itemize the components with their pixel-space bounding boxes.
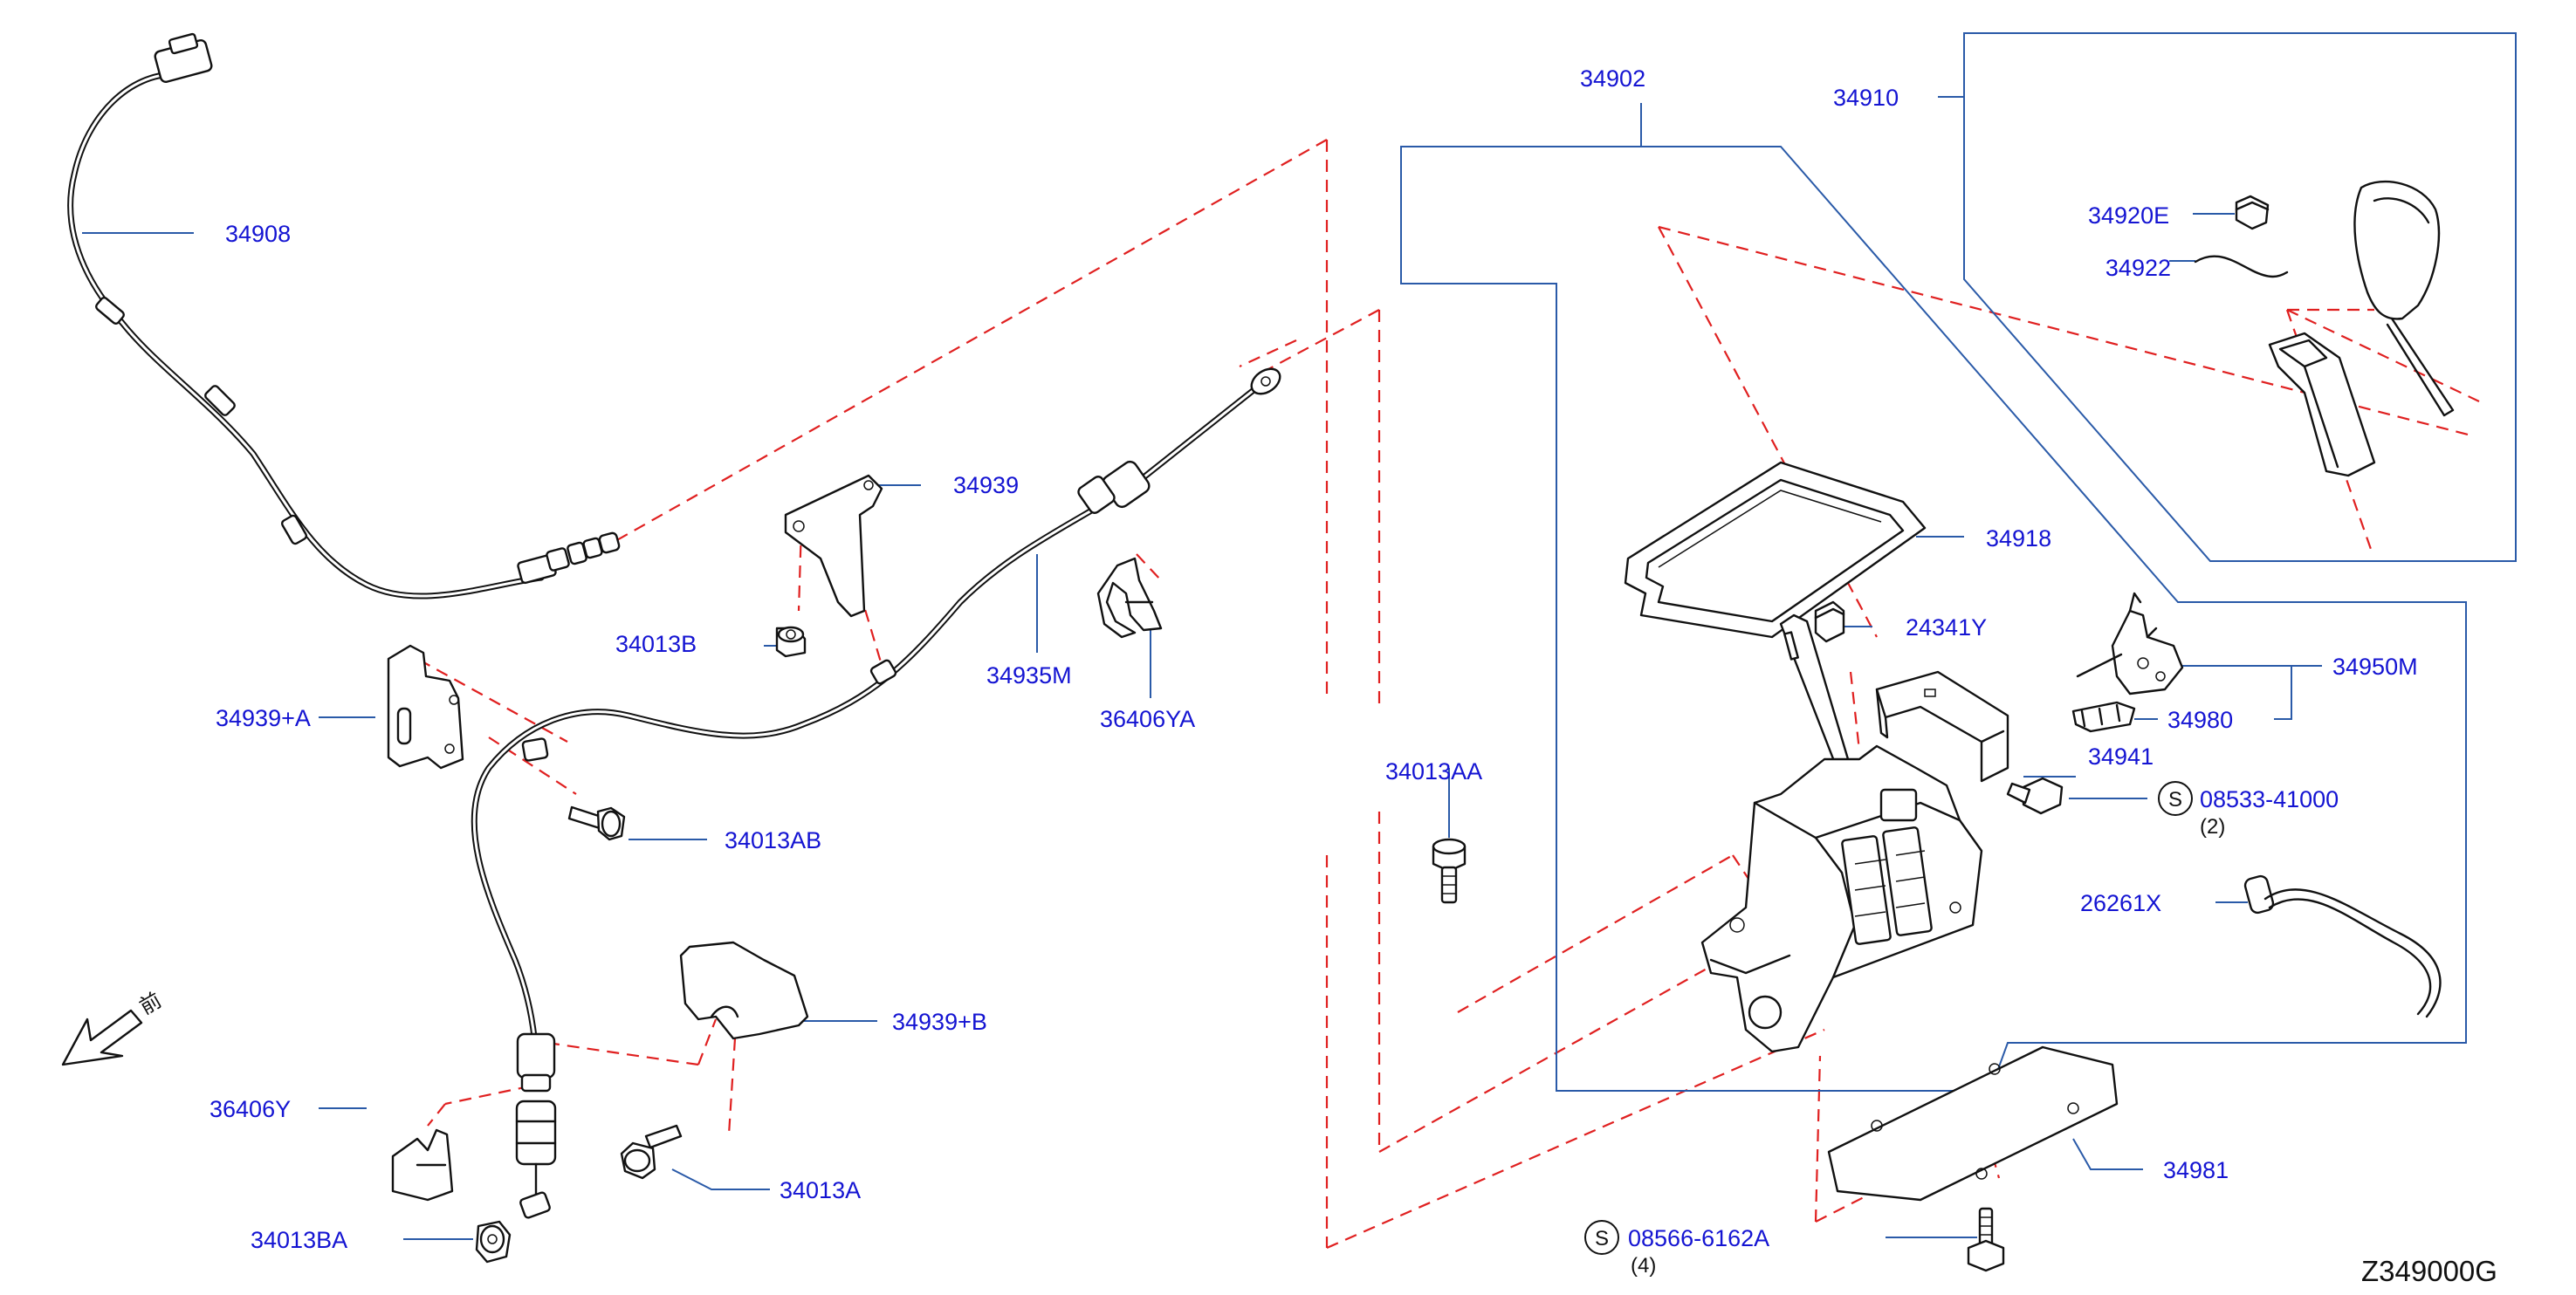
- connector-24341Y[interactable]: [1814, 600, 1845, 643]
- label-26261X[interactable]: 26261X: [2080, 890, 2161, 916]
- cable-34935M[interactable]: [471, 364, 1284, 1219]
- label-34981[interactable]: 34981: [2163, 1157, 2229, 1183]
- label-34939A[interactable]: 34939+A: [216, 705, 311, 731]
- bracket-34939[interactable]: [784, 474, 883, 618]
- clip-36406YA[interactable]: [1096, 557, 1163, 639]
- label-34939B[interactable]: 34939+B: [892, 1009, 987, 1035]
- label-34941[interactable]: 34941: [2088, 743, 2154, 770]
- front-label: 前: [136, 989, 166, 1019]
- label-34902[interactable]: 34902: [1580, 65, 1645, 92]
- standard-part-symbols: S S: [1584, 781, 2193, 1255]
- label-34935M[interactable]: 34935M: [986, 662, 1072, 689]
- switch-34950M[interactable]: [2076, 592, 2184, 695]
- shift-knob[interactable]: [2353, 181, 2455, 417]
- bolt-08566-6162A[interactable]: [1967, 1207, 2005, 1272]
- cover-plate-34981[interactable]: [1827, 1045, 2119, 1202]
- label-34013BA[interactable]: 34013BA: [251, 1227, 347, 1253]
- label-34013AA[interactable]: 34013AA: [1385, 758, 1482, 785]
- qty-08533-41000: (2): [2200, 815, 2225, 839]
- label-34950M[interactable]: 34950M: [2332, 654, 2418, 680]
- part-labels: 34908 34939 34013B 34935M 36406YA 34939+…: [210, 65, 2418, 1278]
- label-34939[interactable]: 34939: [953, 472, 1019, 498]
- nut-34013BA[interactable]: [475, 1220, 512, 1264]
- label-08533-41000[interactable]: 08533-41000: [2200, 786, 2339, 812]
- bolt-34013A[interactable]: [620, 1124, 683, 1180]
- label-34910[interactable]: 34910: [1833, 85, 1899, 111]
- shift-lever-34902[interactable]: [1700, 613, 1983, 1053]
- nut-34013B[interactable]: [775, 626, 807, 658]
- gasket-34918[interactable]: [1624, 461, 1927, 639]
- front-arrow-icon: [61, 1009, 143, 1066]
- diagram-code: Z349000G: [2361, 1255, 2497, 1287]
- bracket-34939A[interactable]: [387, 644, 464, 770]
- label-08566-6162A[interactable]: 08566-6162A: [1628, 1225, 1769, 1251]
- lamp-harness-26261X[interactable]: [2243, 874, 2442, 1018]
- knob-boot[interactable]: [2268, 332, 2376, 477]
- assembly-dashed-lines: [401, 139, 2480, 1250]
- label-34918[interactable]: 34918: [1986, 525, 2051, 552]
- label-34920E[interactable]: 34920E: [2088, 202, 2169, 229]
- label-36406YA[interactable]: 36406YA: [1100, 706, 1195, 732]
- label-36406Y[interactable]: 36406Y: [210, 1096, 291, 1122]
- clip-36406Y[interactable]: [391, 1128, 454, 1202]
- switch-34980[interactable]: [2071, 701, 2136, 733]
- label-34013A[interactable]: 34013A: [780, 1177, 861, 1203]
- cable-34908[interactable]: [67, 32, 621, 600]
- label-24341Y[interactable]: 24341Y: [1906, 614, 1987, 641]
- std-symbol-2: S: [1595, 1227, 1609, 1250]
- std-symbol-1: S: [2168, 788, 2182, 812]
- bracket-34939B[interactable]: [679, 941, 809, 1040]
- label-34980[interactable]: 34980: [2167, 707, 2233, 733]
- cover-34941[interactable]: [1875, 670, 2009, 783]
- label-34922[interactable]: 34922: [2105, 255, 2171, 281]
- screw-08533-41000[interactable]: [2006, 777, 2064, 815]
- label-34013AB[interactable]: 34013AB: [725, 827, 821, 853]
- qty-08566-6162A: (4): [1631, 1254, 1656, 1278]
- clip-34922[interactable]: [2194, 255, 2289, 278]
- assembly-frames: [1400, 32, 2517, 1092]
- label-34013B[interactable]: 34013B: [615, 631, 697, 657]
- bolt-34013AA[interactable]: [1432, 838, 1467, 904]
- bolt-34013AB[interactable]: [567, 805, 626, 841]
- label-34908[interactable]: 34908: [225, 221, 291, 247]
- insert-34920E[interactable]: [2235, 195, 2270, 230]
